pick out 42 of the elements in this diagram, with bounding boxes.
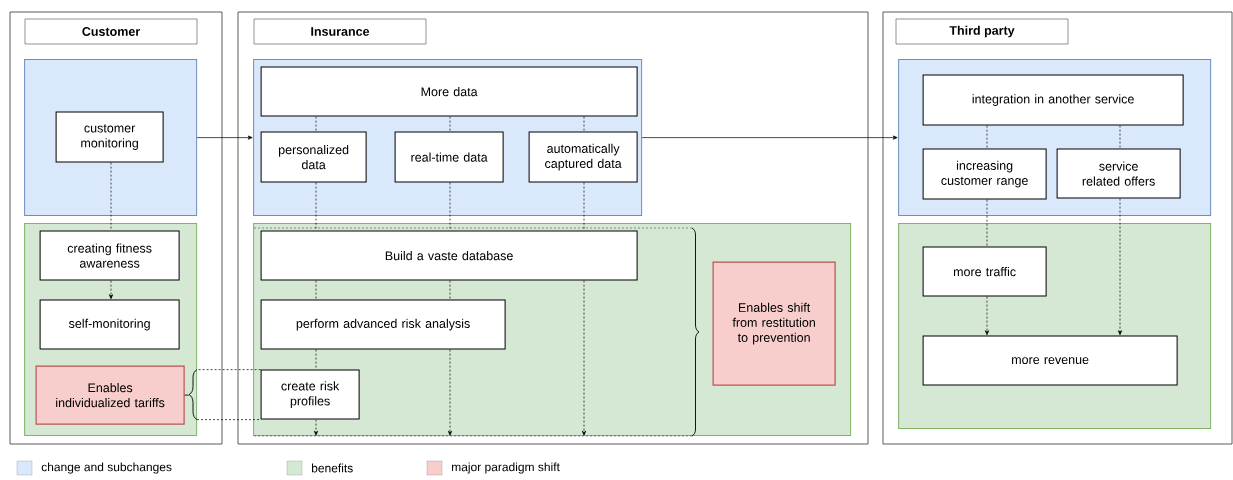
connector [1119, 125, 1121, 149]
connector [583, 182, 585, 231]
legend-label: major paradigm shift [452, 462, 560, 474]
process-box: real-time data [394, 131, 504, 183]
process-box: customer monitoring [55, 111, 164, 163]
connector [313, 419, 319, 436]
connector [986, 199, 988, 247]
connector [315, 349, 317, 370]
connector [196, 135, 253, 140]
process-box: Build a vaste database [260, 230, 638, 281]
process-box: more traffic [922, 246, 1047, 297]
process-box: More data [260, 66, 638, 117]
process-box: service related offers [1056, 148, 1181, 199]
process-box: automatically captured data [528, 131, 638, 183]
process-box: increasing customer range [922, 148, 1047, 200]
connector [315, 182, 317, 231]
connector [449, 280, 451, 300]
connector [581, 280, 587, 436]
legend-label: benefits [312, 463, 353, 473]
process-box: creating fitness awareness [39, 230, 180, 281]
connector [583, 116, 585, 132]
highlight-box: Enables shift from restitution to prevention [712, 261, 836, 386]
connector [449, 116, 451, 132]
highlight-box: Enables individualized tariffs [35, 365, 185, 425]
connector [108, 280, 114, 300]
process-box: integration in another service [922, 74, 1184, 126]
legend-label: change and subchanges [41, 462, 172, 474]
connector [447, 349, 453, 436]
process-box: personalized data [260, 131, 367, 183]
connector [449, 182, 451, 231]
process-box: create risk profiles [260, 369, 360, 420]
connector [986, 125, 988, 149]
bracket-connector [184, 369, 261, 421]
connector [984, 296, 990, 336]
process-box: perform advanced risk analysis [260, 299, 506, 350]
process-box: more revenue [922, 335, 1178, 386]
connector [315, 116, 317, 132]
connector [641, 135, 898, 140]
connector [315, 280, 317, 300]
connector [110, 162, 112, 231]
connector [1117, 198, 1123, 336]
process-box: self-monitoring [39, 299, 180, 350]
